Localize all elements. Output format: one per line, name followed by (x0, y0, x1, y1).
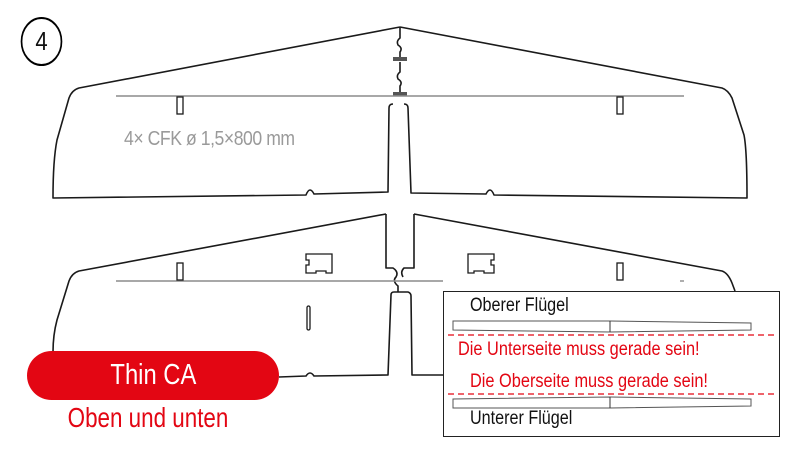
upper-wing-title: Oberer Flügel (470, 295, 569, 316)
upper-joint-tab (393, 92, 407, 96)
lower-wing-title: Unterer Flügel (470, 408, 573, 429)
top-side-straight-warning: Die Oberseite muss gerade sein! (470, 371, 708, 392)
lower-wing-profile-icon (452, 396, 752, 409)
glue-type-label: Thin CA (110, 359, 196, 391)
bottom-side-straight-warning: Die Unterseite muss gerade sein! (458, 339, 700, 360)
carbon-rod-label: 4× CFK ø 1,5×800 mm (124, 128, 295, 150)
step-number-badge: 4 (20, 17, 63, 66)
upper-wing-profile-icon (452, 320, 752, 333)
lower-wing-bottom (52, 213, 736, 378)
step-number: 4 (35, 26, 48, 56)
glue-type-pill: Thin CA (27, 351, 279, 400)
glue-location-label: Oben und unten (67, 402, 229, 433)
legend-profiles (448, 320, 777, 409)
upper-joint-tab (393, 57, 407, 61)
upper-wing-top (52, 26, 748, 199)
alignment-legend: Oberer Flügel Die Unterseite muss gerade… (443, 291, 780, 437)
